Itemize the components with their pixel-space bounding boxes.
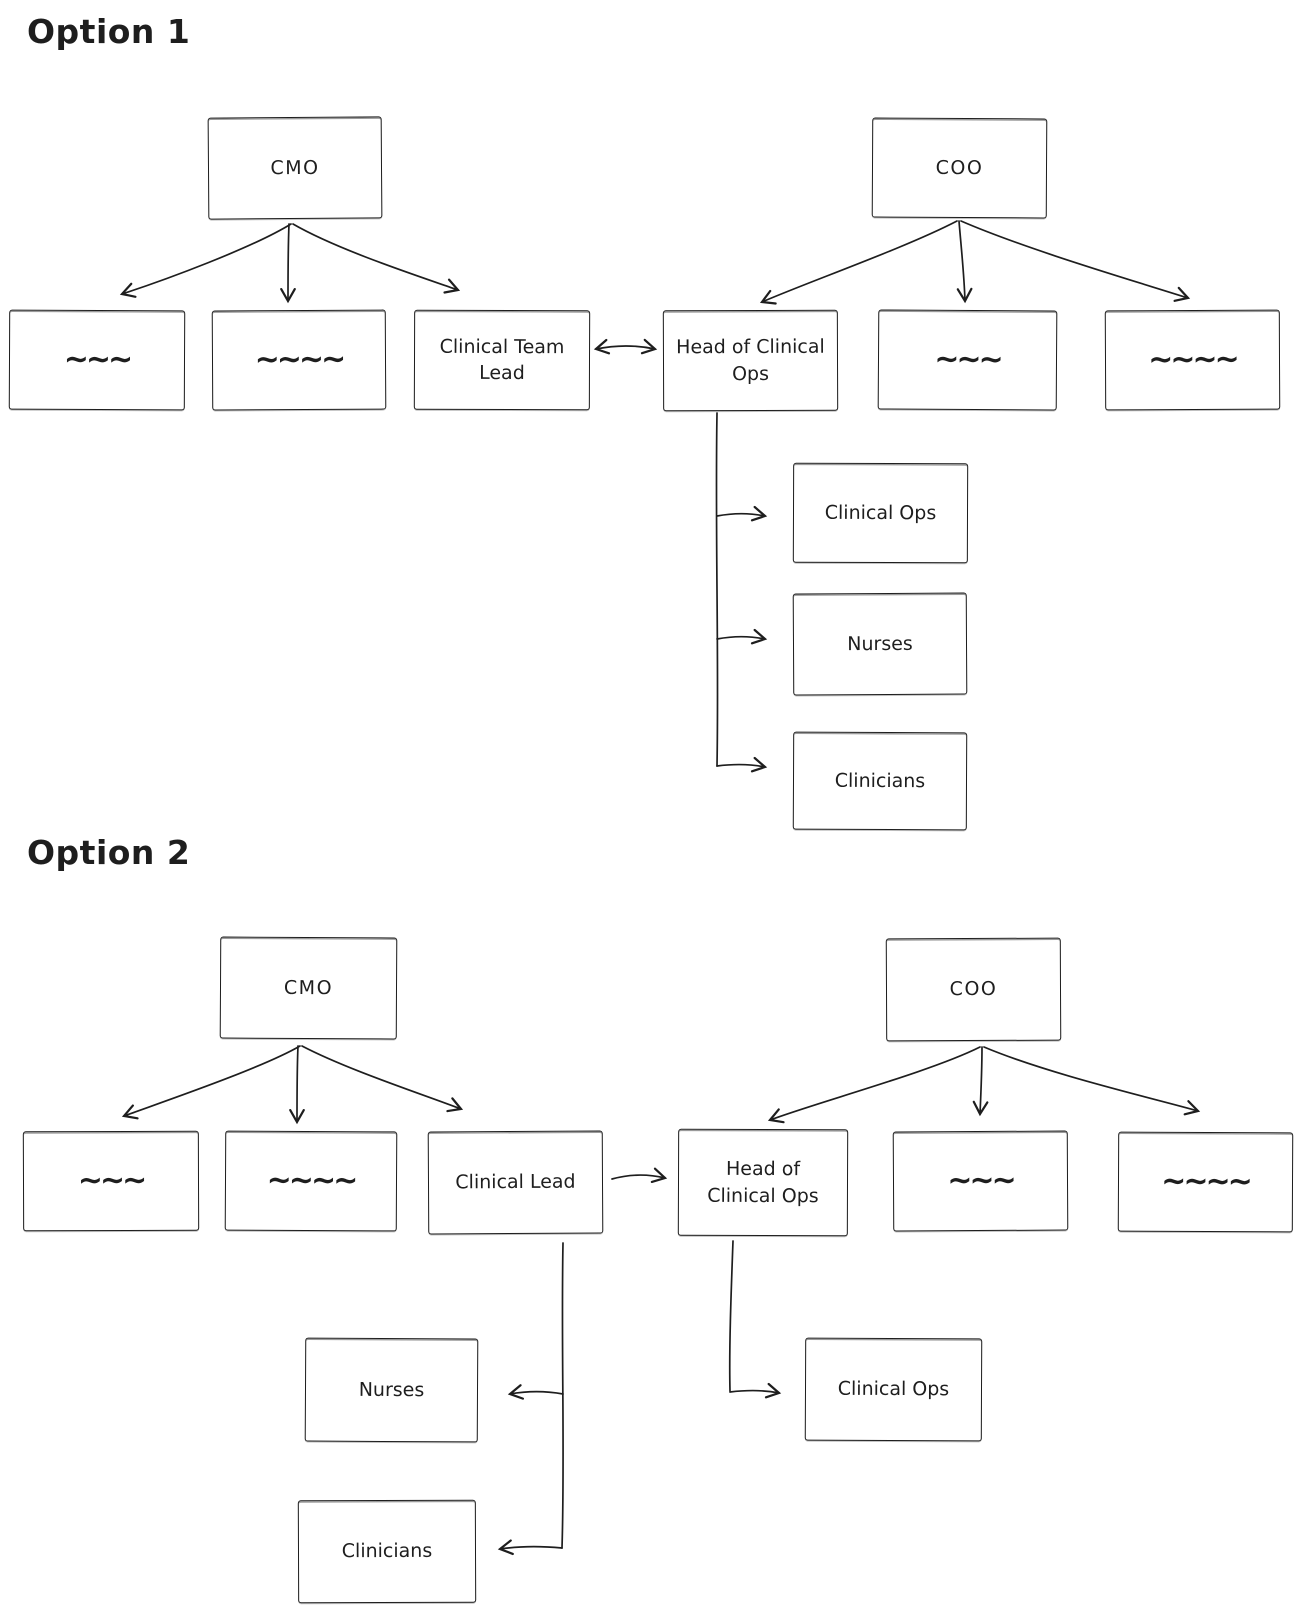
- option1-title: Option 1: [27, 12, 191, 51]
- o1-nurses-node: Nurses: [792, 592, 968, 696]
- node-label: ~~~: [63, 341, 131, 378]
- node-label: CMO: [270, 156, 320, 180]
- o1-coo-team1-node: ~~~: [877, 309, 1058, 411]
- arrow-o2-clinical-lead-to-hco: [611, 1167, 668, 1184]
- o1-coo-team2-node: ~~~~: [1104, 309, 1281, 411]
- node-label: Clinical Ops: [824, 501, 937, 525]
- option1-arrows: [119, 220, 1191, 773]
- node-label: Nurses: [358, 1378, 425, 1402]
- node-label: ~~~~: [1161, 1163, 1250, 1200]
- o2-head-of-clinical-ops-node: Head of Clinical Ops: [677, 1128, 849, 1237]
- o1-clinical-team-lead-node: Clinical Team Lead: [413, 309, 591, 411]
- arrow-o1-coo-to-head-of-clinical-ops: [759, 220, 958, 305]
- arrow-o2-coo-to-team1: [972, 1046, 989, 1117]
- node-label: Clinicians: [341, 1540, 433, 1563]
- arrow-o1-hco-to-clinicians: [716, 756, 768, 773]
- o2-coo-team2-node: ~~~~: [1117, 1131, 1294, 1233]
- o2-cmo-team2-node: ~~~~: [224, 1130, 398, 1232]
- line-o2-hco-down: [728, 1240, 734, 1392]
- node-label: COO: [949, 978, 998, 1001]
- o1-clinical-ops-node: Clinical Ops: [792, 462, 969, 564]
- node-label: Head of Clinical Ops: [707, 1158, 819, 1207]
- o1-clinicians-node: Clinicians: [792, 731, 968, 831]
- arrow-o1-coo-to-team1: [956, 220, 973, 304]
- arrow-o2-cmo-to-team2: [289, 1045, 305, 1125]
- arrow-o1-coo-to-team2: [960, 220, 1191, 302]
- node-label: ~~~~: [1148, 341, 1237, 378]
- o1-head-of-clinical-ops-node: Head of Clinical Ops: [662, 309, 839, 412]
- arrow-o2-hco-to-clinical-ops: [729, 1382, 782, 1399]
- arrow-o2-coo-to-team2: [983, 1046, 1201, 1116]
- node-label: Nurses: [847, 632, 913, 656]
- node-label: ~~~: [934, 341, 1001, 378]
- arrow-o1-cmo-to-team2: [280, 223, 296, 304]
- node-label: ~~~: [77, 1162, 145, 1199]
- o1-cmo-node: CMO: [207, 116, 383, 220]
- arrow-o2-lead-to-nurses: [507, 1384, 564, 1400]
- arrow-o2-coo-to-head-of-clinical-ops: [767, 1046, 981, 1124]
- arrow-o1-hco-to-clinical-ops: [716, 505, 768, 522]
- o2-cmo-team1-node: ~~~: [22, 1130, 200, 1232]
- o2-clinical-ops-node: Clinical Ops: [804, 1337, 983, 1442]
- node-label: CMO: [283, 976, 334, 1000]
- node-label: ~~~: [947, 1162, 1014, 1199]
- o1-cmo-team2-node: ~~~~: [211, 309, 387, 411]
- arrow-o2-cmo-to-team1: [121, 1045, 301, 1120]
- o2-clinical-lead-node: Clinical Lead: [427, 1130, 604, 1235]
- option2-arrows: [121, 1045, 1201, 1556]
- node-label: Clinical Ops: [837, 1378, 950, 1401]
- o2-coo-team1-node: ~~~: [892, 1130, 1069, 1232]
- node-label: Clinicians: [834, 769, 926, 793]
- line-o2-clinical-lead-trunk: [561, 1242, 565, 1549]
- node-label: Head of Clinical Ops: [676, 336, 825, 385]
- o2-coo-node: COO: [885, 937, 1062, 1042]
- o2-cmo-node: CMO: [219, 936, 398, 1040]
- node-label: COO: [935, 156, 984, 180]
- option2-title: Option 2: [27, 833, 191, 872]
- node-label: Clinical Lead: [455, 1171, 576, 1194]
- node-label: Clinical Team Lead: [439, 335, 565, 385]
- node-label: ~~~~: [254, 341, 344, 378]
- o2-nurses-node: Nurses: [304, 1337, 479, 1443]
- arrow-o1-cmo-to-clinical-team-lead: [292, 223, 461, 294]
- o1-coo-node: COO: [871, 117, 1048, 219]
- arrow-o2-lead-to-clinicians: [497, 1539, 563, 1556]
- arrow-o2-cmo-to-clinical-lead: [301, 1045, 464, 1113]
- arrow-o1-cmo-to-team1: [119, 223, 292, 298]
- node-label: ~~~~: [266, 1162, 356, 1199]
- arrow-o1-lead-hco-bidirectional: [593, 338, 658, 355]
- o1-cmo-team1-node: ~~~: [8, 309, 186, 411]
- o2-clinicians-node: Clinicians: [297, 1499, 477, 1604]
- arrow-o1-hco-to-nurses: [716, 628, 768, 645]
- line-o1-hco-trunk: [715, 412, 719, 767]
